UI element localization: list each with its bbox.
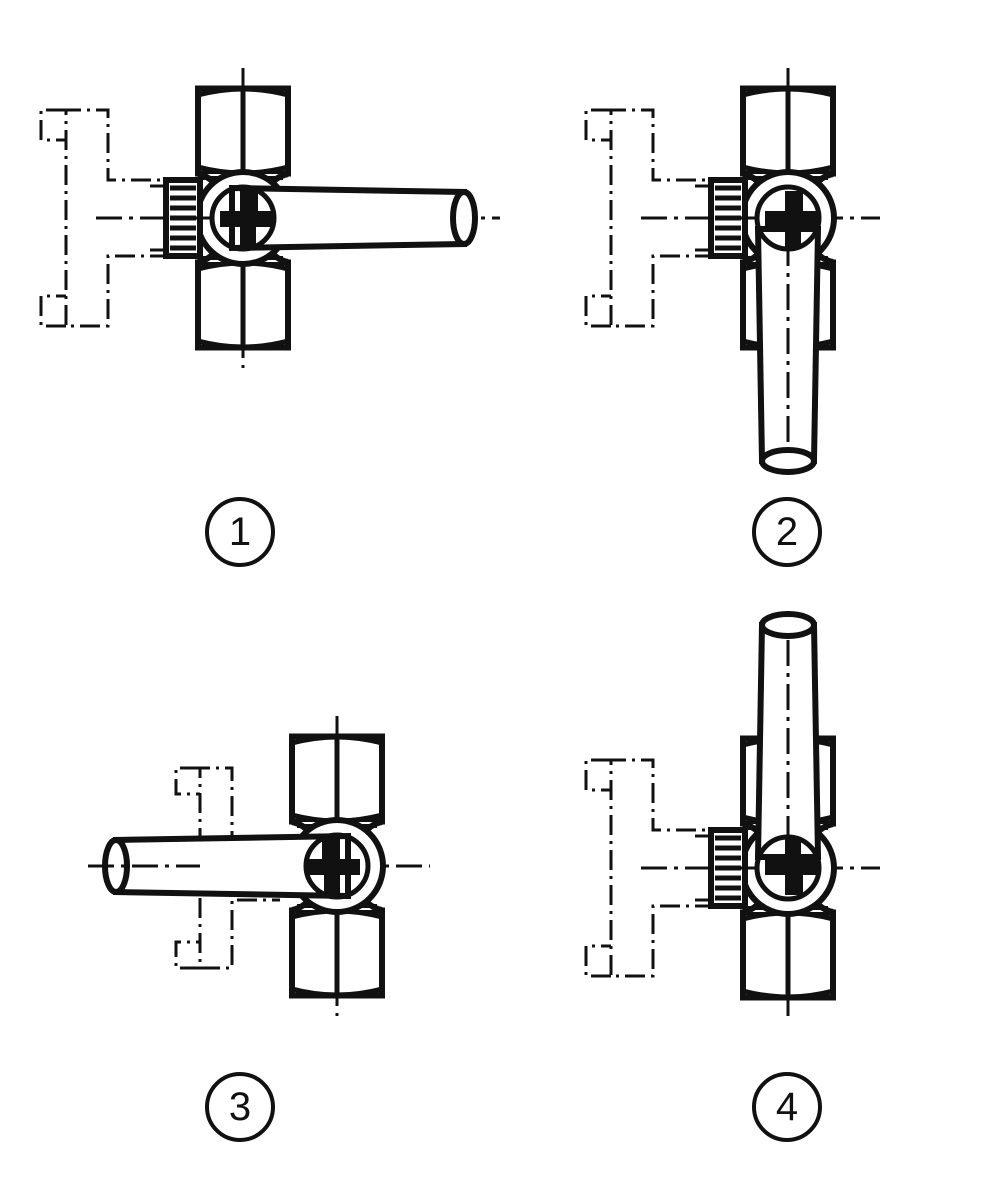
figure-number-4: 4 — [752, 1072, 822, 1142]
valve-plug-core — [209, 184, 277, 252]
valve-plug-core — [303, 832, 371, 900]
hex-nut-lower — [743, 913, 833, 998]
valve-plug-core — [754, 834, 822, 902]
figure-2-ball-valve-handle-down — [584, 68, 880, 472]
figure-number-1: 1 — [205, 497, 275, 567]
figure-4-ball-valve-handle-up — [584, 614, 880, 1016]
valve-plug-core — [754, 184, 822, 252]
hex-nut-upper — [198, 89, 288, 174]
hex-nut-upper — [292, 737, 382, 822]
figure-3-ball-valve-handle-left — [88, 716, 430, 1016]
figure-number-2: 2 — [752, 497, 822, 567]
figure-number-3: 3 — [205, 1072, 275, 1142]
figure-1-ball-valve-handle-right — [39, 68, 500, 368]
hex-nut-lower — [198, 263, 288, 348]
hex-nut-upper — [743, 89, 833, 174]
hex-nut-lower — [292, 911, 382, 996]
